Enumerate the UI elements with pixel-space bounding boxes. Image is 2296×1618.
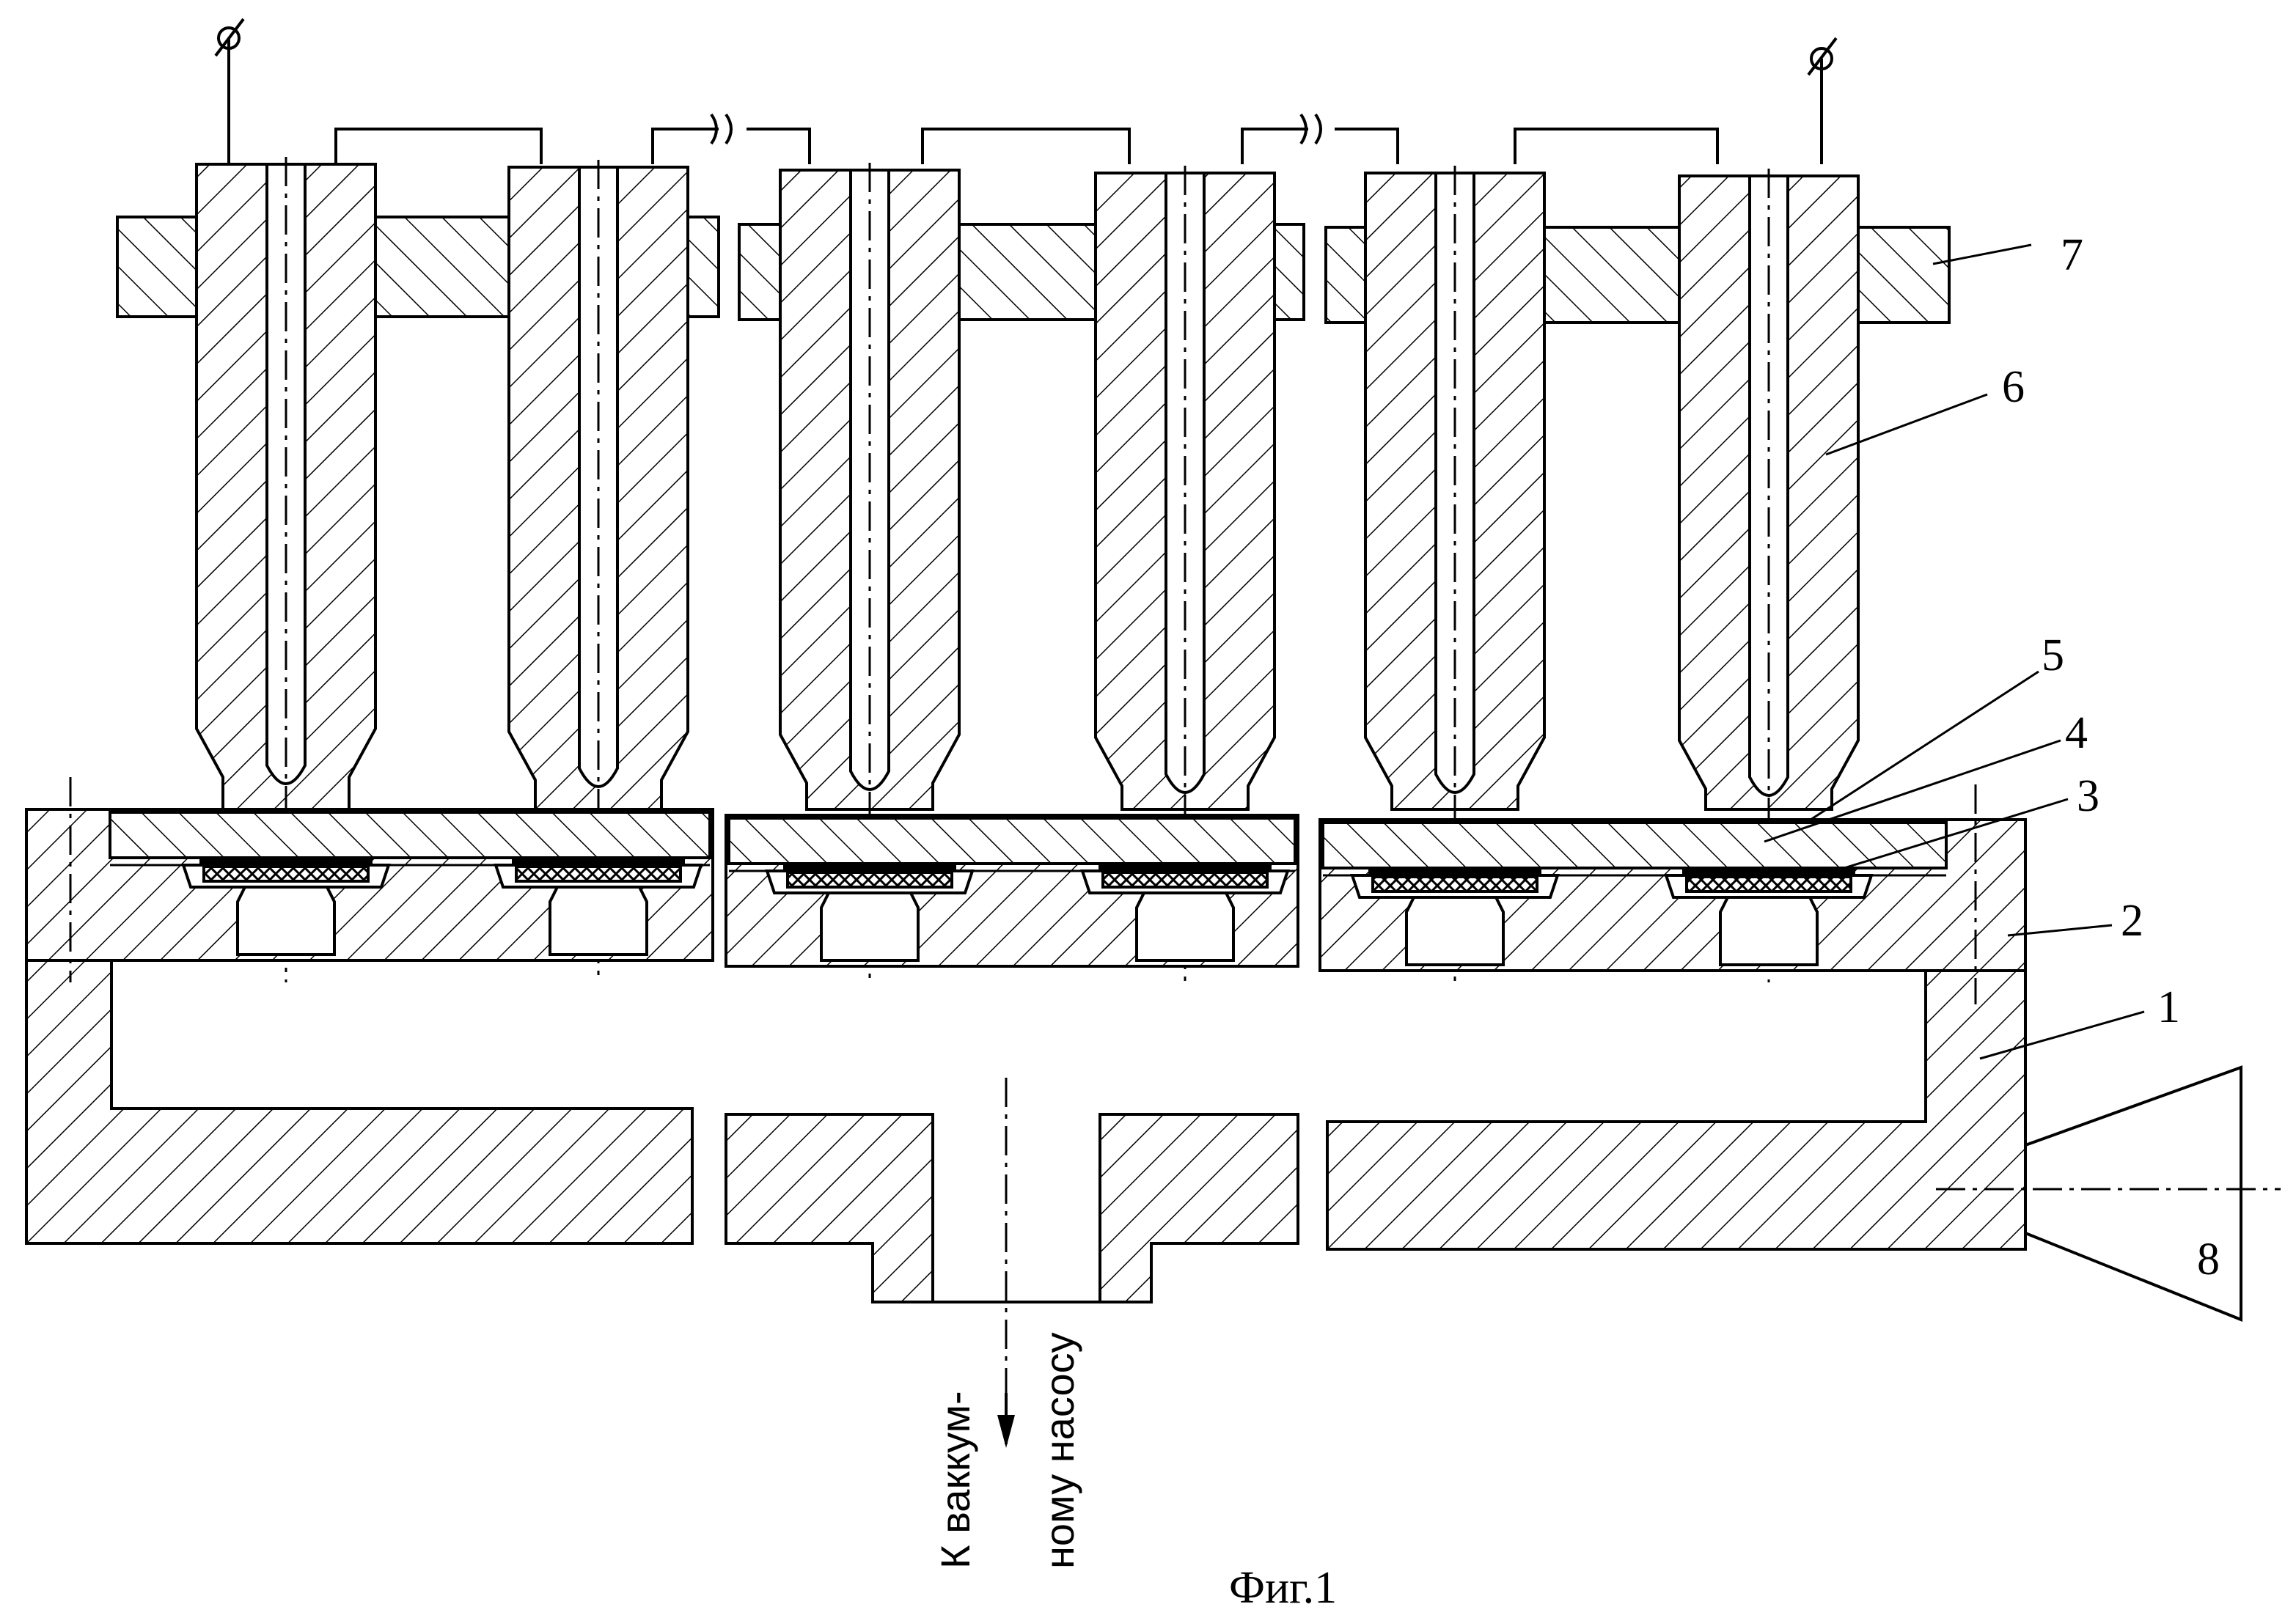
electrode-wiring — [216, 19, 1836, 164]
callout-8: 8 — [2197, 1235, 2220, 1284]
callout-6: 6 — [2002, 362, 2025, 412]
holder-plate-7 — [117, 217, 1949, 323]
callout-2: 2 — [2121, 896, 2143, 946]
figure-caption: Фиг.1 — [1229, 1563, 1337, 1613]
callout-labels: 7 6 5 4 3 2 1 8 — [2002, 230, 2220, 1284]
outlet-label: К ваккум- ному насосу — [932, 1332, 1082, 1569]
callout-4: 4 — [2065, 708, 2088, 758]
callout-7: 7 — [2061, 230, 2083, 280]
callout-1: 1 — [2157, 982, 2180, 1032]
outlet-flow-arrow-icon — [997, 1393, 1015, 1448]
callout-3: 3 — [2077, 771, 2099, 821]
outlet-label-line1: К ваккум- — [932, 1391, 978, 1569]
chamber-body-1 — [26, 960, 2025, 1302]
callout-5: 5 — [2042, 630, 2064, 680]
outlet-label-line2: ному насосу — [1036, 1332, 1082, 1569]
